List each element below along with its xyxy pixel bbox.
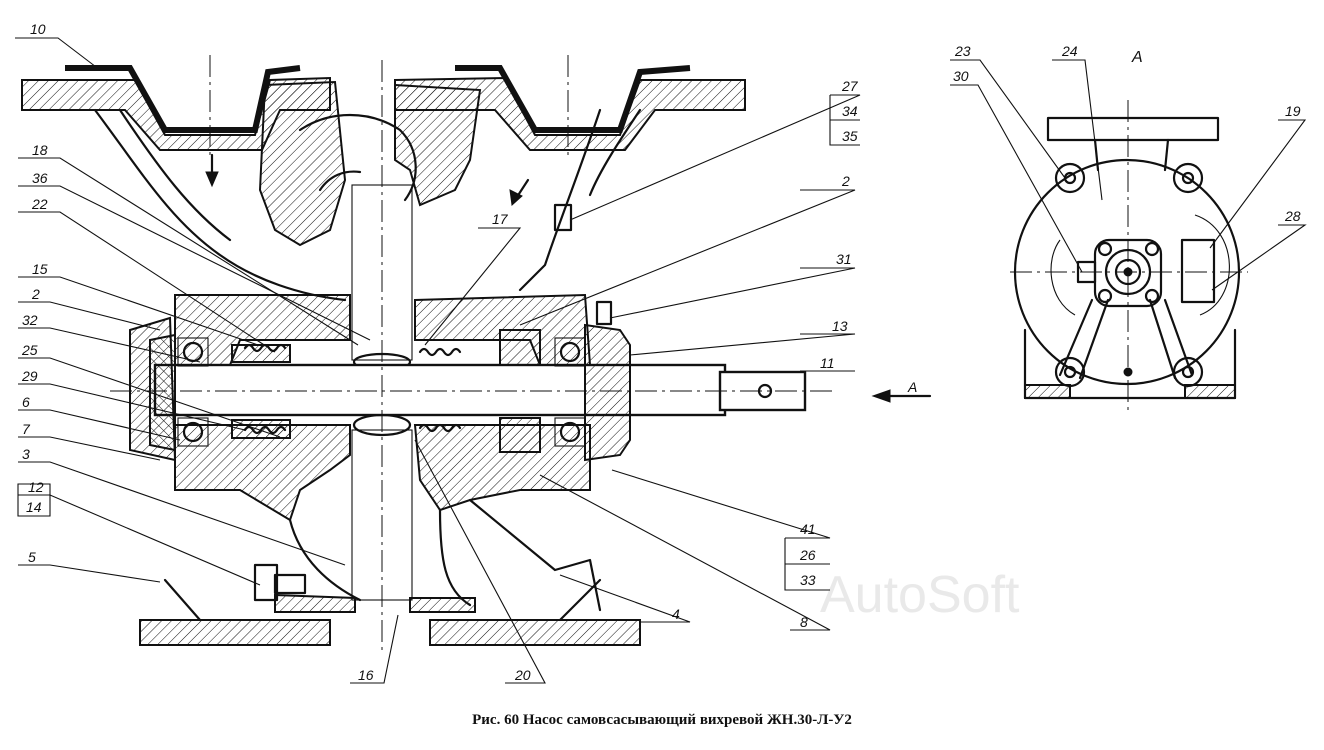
view-a: А: [1010, 49, 1248, 410]
callout-27: 27: [841, 78, 859, 94]
callout-2a: 2: [31, 286, 40, 302]
callout-labels: 10 18 36 22 15 2 32 25 29 6 7 3 12 14 5 …: [21, 21, 1301, 683]
callout-13: 13: [832, 318, 848, 334]
callout-20: 20: [514, 667, 531, 683]
callout-2b: 2: [841, 173, 850, 189]
callout-3: 3: [22, 446, 30, 462]
callout-23: 23: [954, 43, 971, 59]
callout-25: 25: [21, 342, 38, 358]
callout-11: 11: [820, 355, 835, 371]
view-a-label: А: [1131, 49, 1143, 66]
callout-15: 15: [32, 261, 48, 277]
leader-lines: [15, 37, 1307, 684]
callout-34: 34: [842, 103, 858, 119]
figure-caption: Рис. 60 Насос самовсасывающий вихревой Ж…: [472, 712, 852, 728]
callout-29: 29: [21, 368, 38, 384]
callout-30: 30: [953, 68, 969, 84]
section-view: А: [21, 55, 932, 650]
callout-12: 12: [28, 479, 44, 495]
callout-18: 18: [32, 142, 48, 158]
callout-17: 17: [492, 211, 509, 227]
callout-14: 14: [26, 499, 42, 515]
callout-6: 6: [22, 394, 30, 410]
callout-33: 33: [800, 572, 816, 588]
callout-19: 19: [1285, 103, 1301, 119]
callout-31: 31: [836, 251, 852, 267]
callout-35: 35: [842, 128, 858, 144]
arrow-a-label: А: [907, 379, 917, 395]
callout-24: 24: [1061, 43, 1078, 59]
callout-28: 28: [1284, 208, 1301, 224]
watermark: AutoSoft: [820, 566, 1020, 624]
callout-4: 4: [672, 606, 680, 622]
callout-32: 32: [22, 312, 38, 328]
callout-5: 5: [28, 549, 36, 565]
callout-22: 22: [31, 196, 48, 212]
callout-41: 41: [800, 521, 816, 537]
callout-8: 8: [800, 614, 808, 630]
callout-16: 16: [358, 667, 374, 683]
callout-10: 10: [30, 21, 46, 37]
callout-36: 36: [32, 170, 48, 186]
callout-26: 26: [799, 547, 816, 563]
callout-7: 7: [22, 421, 31, 437]
